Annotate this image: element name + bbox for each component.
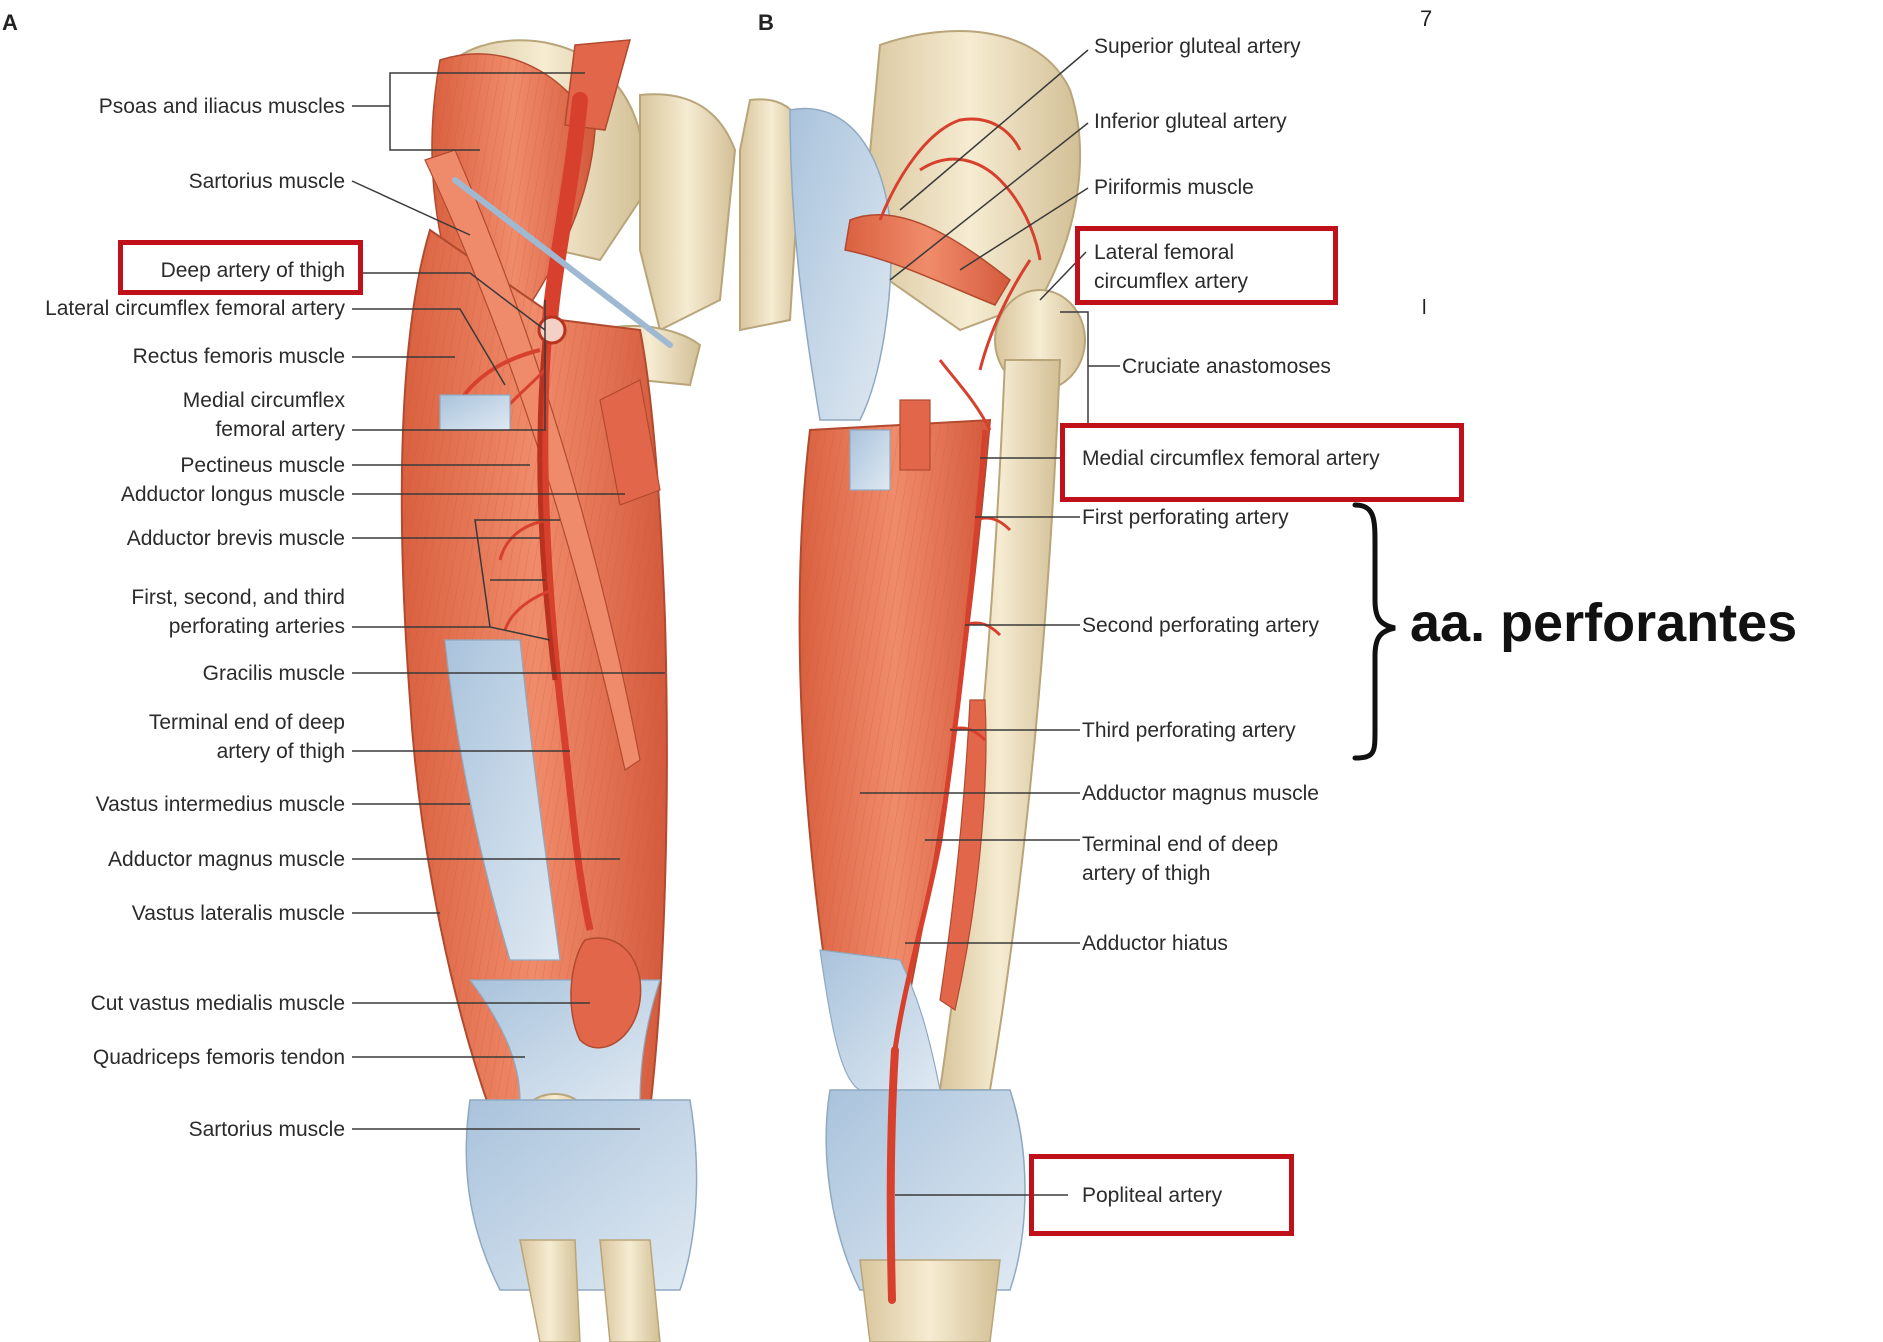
edge-fragment-mid: l [1422, 297, 1426, 320]
label-vastus-lateralis: Vastus lateralis muscle [132, 899, 345, 928]
panel-a-letter: A [2, 10, 18, 36]
label-vastus-intermedius: Vastus intermedius muscle [96, 790, 345, 819]
label-cut-vastus-medialis: Cut vastus medialis muscle [91, 989, 345, 1018]
label-cruciate: Cruciate anastomoses [1122, 352, 1331, 381]
label-terminal-end-a: Terminal end of deep artery of thigh [149, 708, 345, 766]
label-second-perforating: Second perforating artery [1082, 611, 1319, 640]
highlight-lateral-femoral-circumflex [1075, 226, 1338, 305]
label-medial-circumflex-a: Medial circumflex femoral artery [183, 386, 345, 444]
label-terminal-end-b: Terminal end of deep artery of thigh [1082, 830, 1278, 888]
panel-b-letter: B [758, 10, 774, 36]
label-inferior-gluteal: Inferior gluteal artery [1094, 107, 1287, 136]
highlight-popliteal-artery [1029, 1154, 1294, 1236]
label-adductor-hiatus: Adductor hiatus [1082, 929, 1228, 958]
label-quadriceps-tendon: Quadriceps femoris tendon [93, 1043, 345, 1072]
label-sartorius-top: Sartorius muscle [189, 167, 345, 196]
perforantes-annotation: aa. perforantes [1410, 592, 1797, 654]
curly-brace [1355, 505, 1395, 758]
label-rectus-femoris: Rectus femoris muscle [133, 342, 345, 371]
label-sartorius-bottom: Sartorius muscle [189, 1115, 345, 1144]
label-lateral-circumflex-a: Lateral circumflex femoral artery [45, 294, 345, 323]
label-piriformis: Piriformis muscle [1094, 173, 1254, 202]
label-first-perforating: First perforating artery [1082, 503, 1289, 532]
panel-a-drawing [402, 40, 735, 1342]
label-gracilis: Gracilis muscle [203, 659, 345, 688]
label-perforating-arteries: First, second, and third perforating art… [131, 583, 345, 641]
label-adductor-longus: Adductor longus muscle [121, 480, 345, 509]
label-adductor-magnus-a: Adductor magnus muscle [108, 845, 345, 874]
panel-b-drawing [740, 31, 1085, 1342]
label-adductor-brevis: Adductor brevis muscle [127, 524, 345, 553]
label-superior-gluteal: Superior gluteal artery [1094, 32, 1301, 61]
edge-fragment-right: 7 [1420, 6, 1432, 32]
label-psoas-iliacus: Psoas and iliacus muscles [99, 92, 345, 121]
label-pectineus: Pectineus muscle [180, 451, 345, 480]
label-third-perforating: Third perforating artery [1082, 716, 1296, 745]
highlight-deep-artery-thigh [118, 240, 363, 295]
highlight-medial-circumflex-femoral [1060, 423, 1464, 502]
label-adductor-magnus-b: Adductor magnus muscle [1082, 779, 1319, 808]
